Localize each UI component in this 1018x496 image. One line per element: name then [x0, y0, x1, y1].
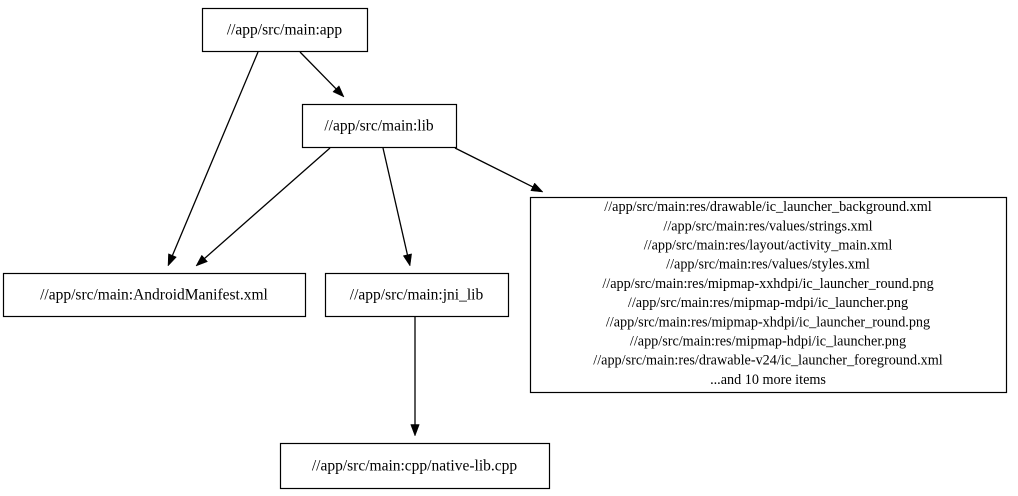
- node-border: [529, 196, 1008, 394]
- edge-lib-to-android-manifest: [195, 147, 331, 267]
- node-label-line: //app/src/main:lib: [324, 117, 434, 134]
- node-label-line: //app/src/main:res/mipmap-xxhdpi/ic_laun…: [602, 276, 933, 292]
- edge-app-to-lib: [299, 51, 345, 98]
- edge-line: [299, 51, 338, 91]
- edge-arrowhead-icon: [402, 253, 412, 267]
- edge-arrowhead-icon: [332, 85, 345, 98]
- node-android-manifest[interactable]: //app/src/main:AndroidManifest.xml: [2, 272, 307, 318]
- node-border: [301, 103, 458, 149]
- node-border: [201, 7, 369, 53]
- edge-jni-lib-to-native-lib-cpp: [410, 317, 420, 437]
- edge-app-to-android-manifest: [167, 51, 259, 267]
- node-label-line: ...and 10 more items: [710, 372, 826, 388]
- node-border: [2, 272, 307, 318]
- node-label: //app/src/main:AndroidManifest.xml: [40, 286, 268, 303]
- nodes-layer: //app/src/main:app //app/src/main:lib //ap…: [2, 7, 1008, 490]
- node-app[interactable]: //app/src/main:app: [201, 7, 369, 53]
- node-label-line: //app/src/main:jni_lib: [350, 286, 484, 303]
- edge-line: [454, 147, 535, 189]
- node-label: //app/src/main:lib: [324, 117, 434, 134]
- node-label-line: //app/src/main:res/drawable/ic_launcher_…: [604, 199, 931, 215]
- node-border: [279, 442, 551, 490]
- edge-arrowhead-icon: [195, 254, 208, 267]
- edge-lib-to-resources: [454, 147, 544, 193]
- edge-line: [382, 147, 409, 257]
- edge-arrowhead-icon: [530, 182, 544, 193]
- node-lib[interactable]: //app/src/main:lib: [301, 103, 458, 149]
- edge-line: [171, 51, 259, 258]
- node-label-line: //app/src/main:res/values/styles.xml: [666, 257, 870, 273]
- node-label-line: //app/src/main:res/values/strings.xml: [663, 219, 872, 235]
- edge-arrowhead-icon: [410, 424, 420, 437]
- node-native-lib-cpp[interactable]: //app/src/main:cpp/native-lib.cpp: [279, 442, 551, 490]
- node-label: //app/src/main:jni_lib: [350, 286, 484, 303]
- edge-arrowhead-icon: [167, 253, 177, 267]
- node-border: [324, 272, 510, 318]
- node-label: //app/src/main:cpp/native-lib.cpp: [312, 457, 518, 474]
- node-label-line: //app/src/main:res/mipmap-hdpi/ic_launch…: [630, 334, 906, 350]
- node-label-line: //app/src/main:res/mipmap-mdpi/ic_launch…: [628, 295, 908, 311]
- node-label-line: //app/src/main:AndroidManifest.xml: [40, 286, 268, 303]
- edge-line: [203, 147, 331, 260]
- node-label: //app/src/main:app: [227, 21, 343, 38]
- node-label-line: //app/src/main:res/layout/activity_main.…: [644, 238, 893, 254]
- node-label-line: //app/src/main:cpp/native-lib.cpp: [312, 457, 518, 474]
- edge-lib-to-jni-lib: [382, 147, 412, 267]
- node-label-line: //app/src/main:app: [227, 21, 343, 38]
- node-jni-lib[interactable]: //app/src/main:jni_lib: [324, 272, 510, 318]
- node-label-line: //app/src/main:res/mipmap-xhdpi/ic_launc…: [606, 315, 930, 331]
- node-label-line: //app/src/main:res/drawable-v24/ic_launc…: [593, 353, 943, 369]
- node-label: //app/src/main:res/drawable/ic_launcher_…: [593, 199, 943, 388]
- node-resources[interactable]: //app/src/main:res/drawable/ic_launcher_…: [529, 196, 1008, 394]
- edges-layer: [167, 51, 544, 437]
